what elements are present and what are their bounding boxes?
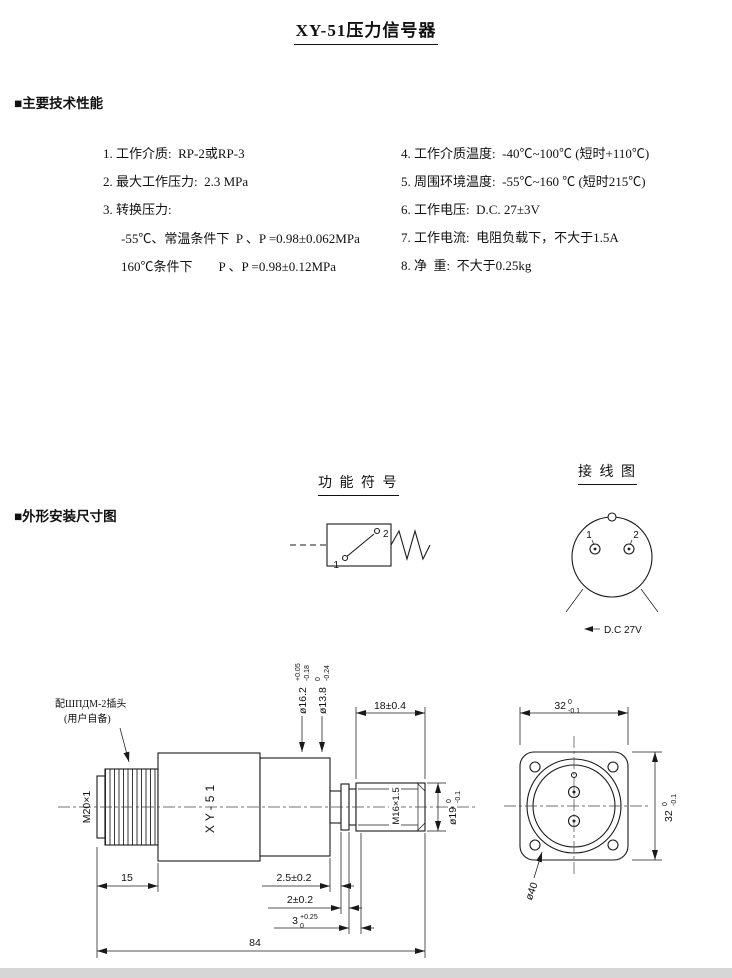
contact-1-terminal — [341, 554, 349, 562]
body-model-label: XY-51 — [203, 781, 217, 833]
svg-text:-0.1: -0.1 — [671, 794, 678, 806]
dia40-leader — [533, 851, 543, 879]
supply-wire-right — [640, 588, 659, 613]
wiring-diagram-caption: 接 线 图 — [578, 461, 637, 485]
contact-pin-upper-dot — [572, 790, 576, 794]
dim-3-tol-dn: 0 — [300, 923, 304, 930]
spec-item-3a: -55℃、常温条件下 P 、P =0.98±0.062MPa — [121, 231, 360, 246]
function-pin-2-label: 2 — [383, 529, 389, 540]
dim-dia13-label: ø13.8 0 -0.24 — [315, 665, 331, 714]
wiring-pin-1-label: 1 — [586, 530, 592, 541]
dim-2-label: 2±0.2 — [287, 894, 313, 906]
svg-text:0: 0 — [662, 802, 669, 806]
dim-18-label: 18±0.4 — [374, 700, 406, 712]
dim-32-top-label: 32 — [554, 700, 566, 712]
contact-2-terminal — [373, 527, 381, 535]
note-leader-line — [119, 727, 130, 763]
pin-1-leader — [591, 539, 595, 546]
svg-text:0: 0 — [315, 677, 322, 681]
dim-dia40-label: ø40 — [523, 881, 541, 902]
svg-text:+0.05: +0.05 — [295, 663, 302, 681]
svg-text:ø19: ø19 — [447, 807, 459, 825]
connector-face-circle — [571, 516, 653, 598]
svg-text:32: 32 — [663, 810, 675, 822]
side-view: M20×1 XY-51 M16×1.5 配ШПДМ-2插头 (用户自备) — [55, 697, 478, 862]
dim-32-top-tol-up: 0 — [568, 699, 572, 706]
mounting-hole — [607, 761, 619, 773]
page-title-text: XY-51压力信号器 — [293, 16, 439, 45]
spec-item-7: 7. 工作电流: 电阻负载下，不大于1.5A — [401, 230, 619, 245]
chamfer-bottom — [416, 822, 426, 832]
spring-symbol — [390, 528, 431, 562]
connector-note-line-2: (用户自备) — [64, 712, 111, 725]
specs-heading: ■主要技术性能 — [14, 96, 104, 111]
m16-thread-label: M16×1.5 — [389, 784, 402, 828]
dim-32-top-tol-dn: -0.1 — [568, 708, 580, 715]
mounting-hole — [607, 839, 619, 851]
front-view-dimensions: 32 0 -0.1 32 0 -0.1 ø40 — [519, 699, 678, 902]
svg-text:ø13.8: ø13.8 — [317, 687, 329, 714]
connector-key-notch — [607, 512, 617, 522]
svg-text:M16×1.5: M16×1.5 — [391, 787, 402, 824]
dim-dia16-label: ø16.2 +0.05 -0.18 — [295, 663, 311, 714]
function-symbol-caption: 功 能 符 号 — [318, 472, 399, 496]
outline-heading: ■外形安装尺寸图 — [14, 509, 117, 524]
dim-3-label: 3 — [292, 915, 298, 927]
wiring-pin-2-label: 2 — [633, 530, 639, 541]
spec-item-6: 6. 工作电压: D.C. 27±3V — [401, 202, 540, 217]
switch-box — [326, 523, 392, 567]
wiring-diagram: 1 2 D.C 27V — [565, 512, 659, 636]
mounting-hole — [529, 839, 541, 851]
side-view-dimensions: ø16.2 +0.05 -0.18 ø13.8 0 -0.24 18±0.4 — [96, 663, 462, 958]
svg-text:0: 0 — [446, 799, 453, 803]
svg-text:M20×1: M20×1 — [81, 791, 93, 824]
connector-note-line-1: 配ШПДМ-2插头 — [55, 697, 126, 710]
dim-15-label: 15 — [121, 872, 133, 884]
dc-supply-label: D.C 27V — [604, 625, 642, 636]
svg-text:ø40: ø40 — [523, 881, 541, 902]
function-pin-1-label: 1 — [333, 560, 339, 571]
switch-contact-arm — [344, 533, 375, 559]
svg-text:XY-51: XY-51 — [203, 781, 217, 833]
pin-2-leader — [629, 539, 633, 546]
supply-arrow-icon — [584, 626, 593, 632]
dim-32-side-label: 32 0 -0.1 — [662, 794, 678, 822]
svg-text:ø16.2: ø16.2 — [297, 687, 309, 714]
svg-text:-0.24: -0.24 — [324, 665, 331, 681]
svg-text:-0.18: -0.18 — [304, 665, 311, 681]
dim-2_5-label: 2.5±0.2 — [277, 872, 312, 884]
page-title: XY-51压力信号器 — [0, 16, 732, 45]
dim-dia19-label: ø19 0 -0.1 — [446, 791, 462, 825]
svg-text:-0.1: -0.1 — [455, 791, 462, 803]
wiring-pin-1-dot — [593, 547, 597, 551]
wiring-pin-2-dot — [627, 547, 631, 551]
label-backing — [389, 784, 401, 828]
function-symbol-diagram: 1 2 — [290, 523, 431, 571]
page-bottom-scan-edge — [0, 968, 732, 978]
spec-item-2: 2. 最大工作压力: 2.3 MPa — [103, 174, 249, 189]
spec-item-5: 5. 周围环境温度: -55℃~160 ℃ (短时215℃) — [401, 174, 646, 189]
dim-3-tol-up: +0.25 — [300, 914, 318, 921]
mounting-hole — [529, 761, 541, 773]
dim-84-label: 84 — [249, 937, 261, 949]
spec-item-1: 1. 工作介质: RP-2或RP-3 — [103, 146, 245, 161]
spec-item-8: 8. 净 重: 不大于0.25kg — [401, 258, 532, 273]
front-view — [504, 736, 648, 877]
spec-item-3b: 160℃条件下 P 、P =0.98±0.12MPa — [121, 259, 337, 274]
spec-item-3: 3. 转换压力: — [103, 202, 172, 217]
m20-thread-label: M20×1 — [81, 791, 93, 824]
supply-wire-left — [565, 588, 584, 613]
spec-item-4: 4. 工作介质温度: -40℃~100℃ (短时+110℃) — [401, 146, 650, 161]
chamfer-top — [416, 782, 426, 792]
